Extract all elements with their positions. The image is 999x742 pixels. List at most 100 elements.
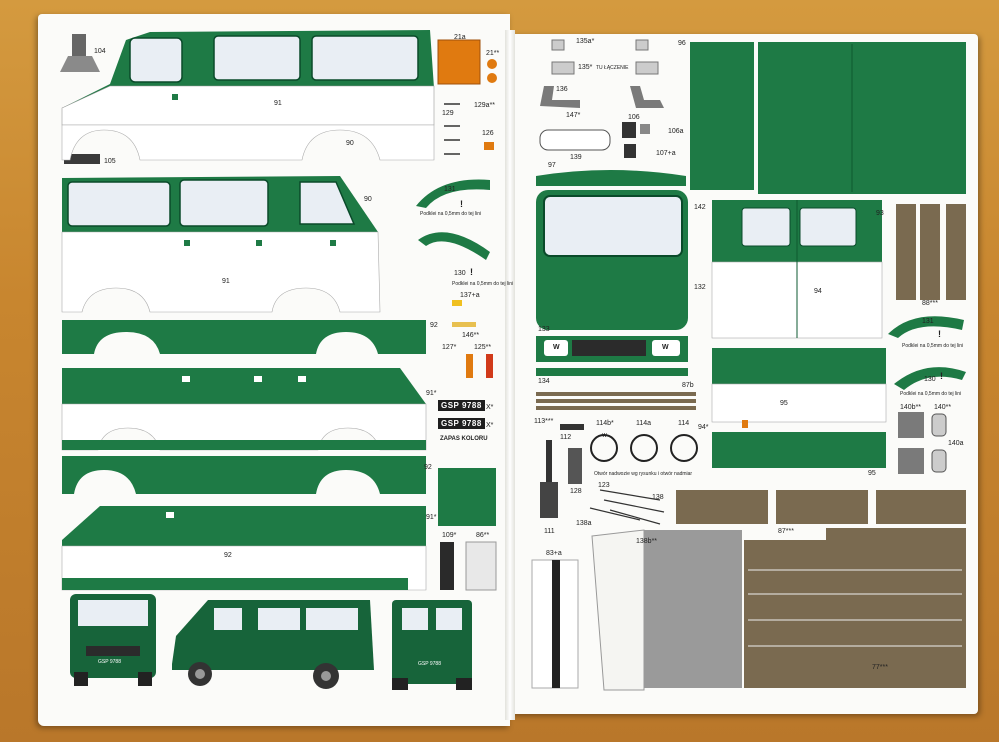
part-95-rear-doors (711, 348, 887, 468)
label-138: 138 (652, 494, 664, 501)
grille-w-left: W (553, 344, 560, 351)
part-104-shape (60, 34, 100, 72)
label-135: 135* (578, 64, 593, 71)
tu-laczenie: TU ŁĄCZENIE (596, 65, 629, 71)
rear-plate: GSP 9788 (418, 661, 441, 667)
label-94star: 94* (698, 424, 709, 431)
label-142: 142 (694, 204, 706, 211)
warn-130-left: ! (470, 267, 473, 277)
label-133: 133 (538, 326, 550, 333)
label-21: 21** (486, 50, 500, 57)
part-91star-strip-b (61, 506, 427, 591)
label-114a: 114a (636, 420, 652, 427)
label-130-right: 130 (924, 376, 936, 383)
part-129-pins (444, 103, 460, 155)
part-77-brown-floor (744, 528, 966, 688)
label-106a: 106a (668, 128, 684, 135)
label-88: 88*** (922, 300, 938, 307)
label-140a: 140a (948, 440, 964, 447)
part-138-wires (589, 489, 665, 525)
part-139-grille (539, 129, 611, 151)
note-130-right: Podklei na 0,5mm do tej lini (900, 391, 962, 397)
label-95: 95 (780, 400, 788, 407)
label-147: 147* (566, 112, 581, 119)
label-105: 105 (104, 158, 116, 165)
part-106-blocks (622, 122, 650, 158)
zapas-koloru-label: ZAPAS KOLORU (440, 436, 488, 442)
label-109: 109* (442, 532, 457, 539)
label-114b: 114b* (596, 420, 614, 427)
note-130-left: Podklei na 0,5mm do tej lini (452, 281, 514, 287)
license-plate-2: GSP 9788 (438, 418, 485, 429)
part-131-arch-right (888, 316, 964, 338)
label-113: 113*** (534, 418, 554, 425)
label-146: 146** (462, 332, 480, 339)
label-129a: 129a** (474, 102, 496, 109)
part-92-strip-a (62, 320, 426, 354)
label-90-top: 90 (346, 140, 354, 147)
label-90-mid: 90 (364, 196, 372, 203)
label-92-c: 92 (224, 552, 232, 559)
label-135a: 135a* (576, 38, 595, 45)
part-113-parts (540, 424, 584, 518)
label-137a: 137+a (460, 292, 480, 299)
label-139: 139 (570, 154, 582, 161)
label-87: 87*** (778, 528, 794, 535)
part-86-strip (465, 541, 497, 591)
part-130-arch-right (894, 367, 966, 390)
label-140: 140** (934, 404, 952, 411)
front-plate: GSP 9788 (98, 659, 121, 665)
label-112: 112 (560, 434, 572, 441)
label-140b: 140b** (900, 404, 922, 411)
label-129: 129 (442, 110, 454, 117)
label-96: 96 (678, 40, 686, 47)
part-136-arm-left (540, 86, 580, 108)
label-114: 114 (678, 420, 690, 427)
van-3d-view (172, 600, 374, 689)
grille-w-right: W (662, 344, 669, 351)
part-131-arch-left (416, 179, 490, 208)
label-131-right: 131 (922, 318, 934, 325)
label-132: 132 (694, 284, 706, 291)
plate-2-tag: X* (486, 422, 494, 429)
part-97-strip (536, 170, 686, 186)
part-137a-lamp (452, 300, 462, 306)
warn-131-left: ! (460, 199, 463, 209)
wheel-w-mark: W (602, 433, 607, 439)
label-127: 127* (442, 344, 457, 351)
label-77: 77*** (872, 664, 888, 671)
part-140-parts (898, 412, 947, 474)
label-91-top: 91 (274, 100, 282, 107)
label-91star-a: 91* (426, 390, 437, 397)
part-21-disc-b (487, 73, 497, 83)
part-96-panel-a (690, 42, 754, 190)
part-127-light (466, 354, 473, 378)
part-134-strip (536, 368, 688, 376)
label-94: 94 (814, 288, 822, 295)
part-93-brown-strips (896, 204, 966, 300)
label-86: 86** (476, 532, 490, 539)
part-87b-strips (536, 392, 696, 410)
van-front-view (70, 594, 156, 686)
label-83a: 83+a (546, 550, 562, 557)
label-93: 93 (876, 210, 884, 217)
note-131-right: Podklei na 0,5mm do tej lini (902, 343, 964, 349)
note-cut: Otwór nadwozie wg rysunku i otwór nadmia… (594, 471, 693, 477)
part-142-front-panel (536, 190, 688, 330)
book-spine (505, 30, 515, 720)
label-104: 104 (94, 48, 106, 55)
label-87b: 87b (682, 382, 694, 389)
part-87-brown-blocks (676, 490, 966, 524)
part-114-wheels (590, 434, 698, 462)
label-95b: 95 (868, 470, 876, 477)
label-97: 97 (548, 162, 556, 169)
warn-130-right: ! (940, 371, 943, 381)
part-133-grille (536, 336, 688, 362)
part-146-lamp (452, 322, 476, 327)
part-21a-orange (437, 39, 481, 85)
label-125: 125** (474, 344, 492, 351)
label-111: 111 (544, 528, 555, 535)
part-105-shape (64, 154, 100, 164)
